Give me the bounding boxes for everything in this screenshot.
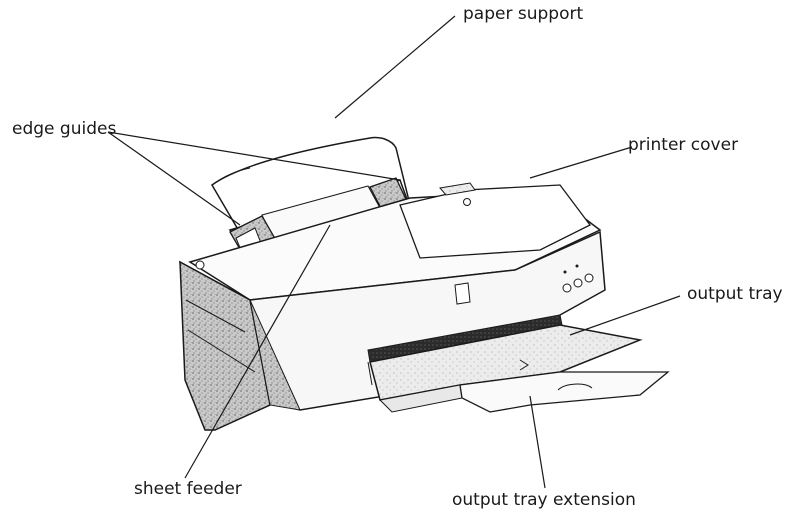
control-buttons — [562, 264, 594, 293]
output-tray-extension — [459, 371, 670, 413]
sheet-feeder-label: sheet feeder — [134, 479, 242, 499]
leader-sheet-feeder — [184, 224, 331, 479]
leader-edge-guides-left — [107, 131, 241, 226]
output-tray-extension-label: output tray extension — [452, 490, 636, 510]
leader-output-tray-extension — [529, 395, 546, 489]
leader-paper-support — [334, 15, 456, 119]
paper-support-fold — [211, 167, 251, 186]
leader-edge-guides-right — [107, 131, 401, 181]
printer-cover-label: printer cover — [628, 135, 739, 155]
leader-output-tray — [569, 295, 681, 336]
leader-printer-cover — [529, 146, 633, 179]
paper-support-label: paper support — [463, 4, 584, 24]
edge-guides-label: edge guides — [12, 119, 117, 139]
output-tray-label: output tray — [687, 284, 783, 304]
leader-lines — [107, 15, 681, 489]
